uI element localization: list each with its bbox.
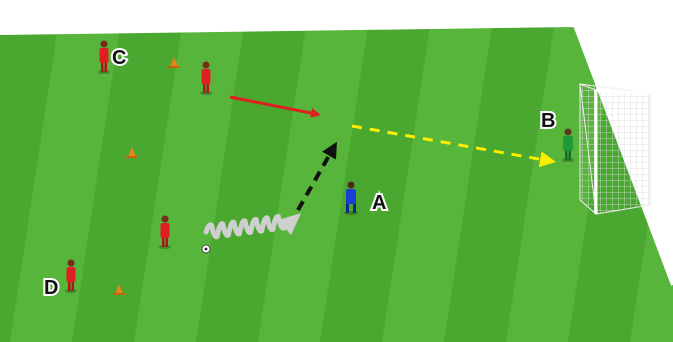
player-label-b: B [541, 110, 555, 132]
soccer-ball-icon [202, 245, 210, 253]
player-label-c: C [112, 47, 126, 69]
goal-net-icon [580, 84, 650, 214]
player-label-d: D [44, 277, 58, 299]
player-label-a: A [372, 192, 386, 214]
